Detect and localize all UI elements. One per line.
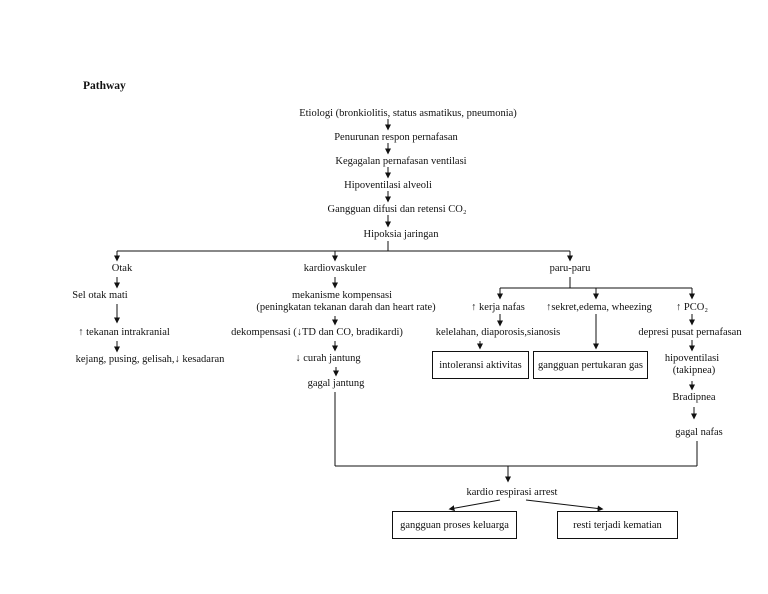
node-kelelahan: kelelahan, diaporosis,sianosis xyxy=(435,327,561,338)
node-sekret-edema: ↑sekret,edema, wheezing xyxy=(546,302,652,313)
node-tekanan-intrakranial: ↑ tekanan intrakranial xyxy=(78,327,170,338)
node-hipoventilasi: hipoventilasi xyxy=(664,353,720,364)
page-title: Pathway xyxy=(83,80,126,92)
node-gagal-jantung: gagal jantung xyxy=(307,378,365,389)
node-kejang-pusing: kejang, pusing, gelisah,↓ kesadaran xyxy=(75,354,225,365)
node-kardio-respirasi-arrest: kardio respirasi arrest xyxy=(466,487,558,498)
node-mekanisme-kompensasi: mekanisme kompensasi xyxy=(291,290,393,301)
node-dekompensasi: dekompensasi (↓TD dan CO, bradikardi) xyxy=(231,327,403,338)
box-gangguan-pertukaran-gas-label: gangguan pertukaran gas xyxy=(538,359,643,371)
node-gangguan-difusi: Gangguan difusi dan retensi CO₂ xyxy=(327,204,467,215)
box-gangguan-proses-keluarga: gangguan proses keluarga xyxy=(392,511,517,539)
node-penurunan-respon: Penurunan respon pernafasan xyxy=(334,132,458,143)
box-intoleransi-aktivitas: intoleransi aktivitas xyxy=(432,351,529,379)
node-kegagalan-ventilasi: Kegagalan pernafasan ventilasi xyxy=(335,156,467,167)
node-hipoksia-jaringan: Hipoksia jaringan xyxy=(363,229,439,240)
box-gangguan-proses-keluarga-label: gangguan proses keluarga xyxy=(400,519,509,531)
box-intoleransi-aktivitas-label: intoleransi aktivitas xyxy=(439,359,522,371)
node-sel-otak-mati: Sel otak mati xyxy=(72,290,128,301)
node-takipnea: (takipnea) xyxy=(672,365,716,376)
node-hipoventilasi-alveoli: Hipoventilasi alveoli xyxy=(344,180,432,191)
node-kerja-nafas: ↑ kerja nafas xyxy=(471,302,525,313)
node-depresi-pusat: depresi pusat pernafasan xyxy=(638,327,742,338)
node-otak: Otak xyxy=(111,263,133,274)
node-kardiovaskuler: kardiovaskuler xyxy=(303,263,367,274)
node-gagal-nafas: gagal nafas xyxy=(675,427,723,438)
box-resti-terjadi-kematian: resti terjadi kematian xyxy=(557,511,678,539)
node-bradipnea: Bradipnea xyxy=(672,392,716,403)
box-resti-terjadi-kematian-label: resti terjadi kematian xyxy=(573,519,662,531)
node-etiologi: Etiologi (bronkiolitis, status asmatikus… xyxy=(299,108,517,119)
node-pco2: ↑ PCO₂ xyxy=(676,302,708,313)
box-gangguan-pertukaran-gas: gangguan pertukaran gas xyxy=(533,351,648,379)
node-curah-jantung: ↓ curah jantung xyxy=(295,353,361,364)
node-paru-paru: paru-paru xyxy=(549,263,591,274)
node-peningkatan-td: (peningkatan tekanan darah dan heart rat… xyxy=(256,302,436,313)
